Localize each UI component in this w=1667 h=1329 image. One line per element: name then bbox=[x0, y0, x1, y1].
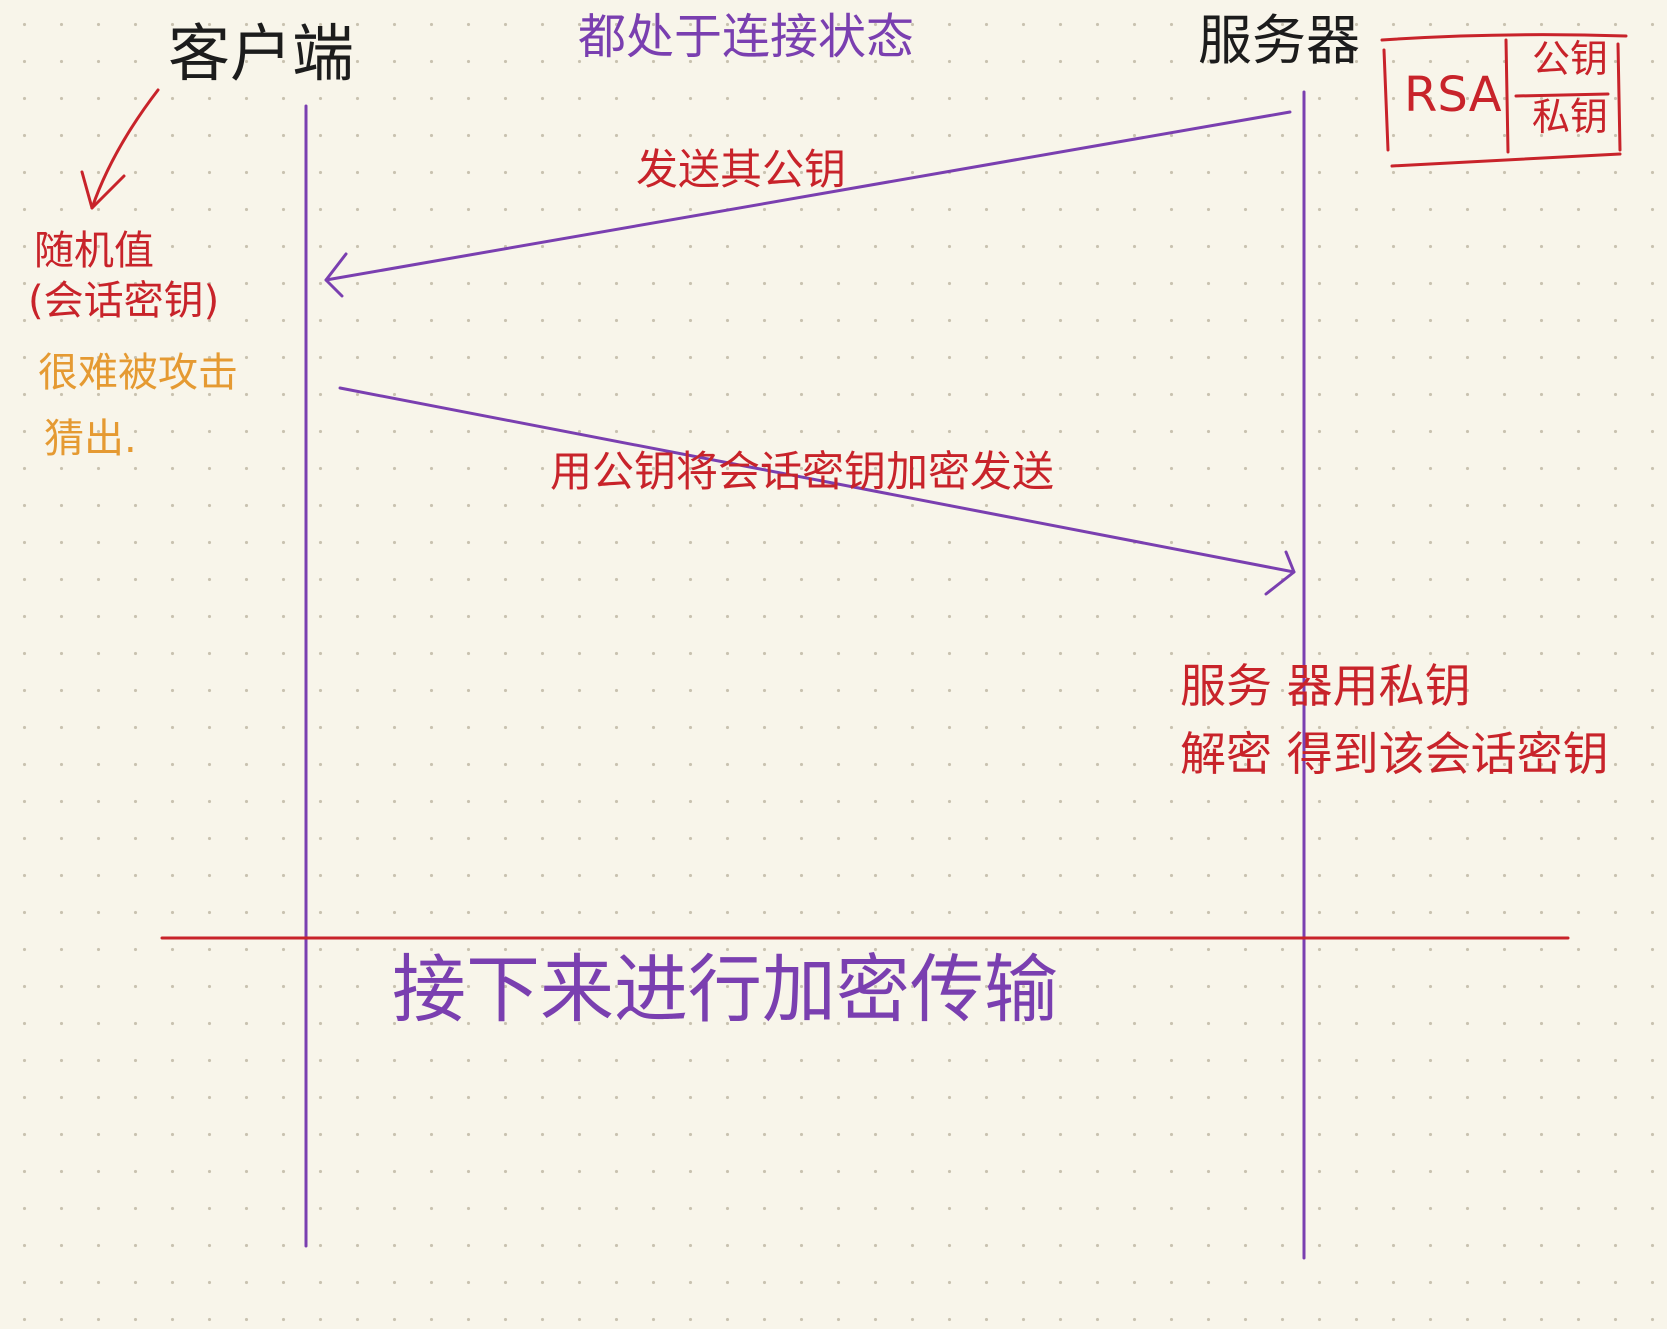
hard-to-guess-note-line1: 很难被攻击 bbox=[38, 350, 238, 396]
encrypt-session-key-label: 用公钥将会话密钥加密发送 bbox=[550, 447, 1055, 496]
public-key-arrowhead bbox=[324, 252, 348, 298]
client-title: 客户端 bbox=[168, 17, 355, 90]
random-value-pointer-arrowhead bbox=[80, 170, 126, 210]
send-public-key-label: 发送其公钥 bbox=[636, 145, 847, 194]
session-key-arrow bbox=[338, 386, 1296, 574]
rsa-public-key-label: 公钥 bbox=[1532, 37, 1609, 81]
public-key-arrow bbox=[324, 110, 1292, 282]
hard-to-guess-note-line2: 猜出. bbox=[44, 416, 137, 462]
server-title: 服务器 bbox=[1198, 9, 1360, 72]
session-key-note: (会话密钥) bbox=[28, 278, 220, 324]
server-decrypt-note-line1: 服务 器用私钥 bbox=[1180, 659, 1471, 713]
server-decrypt-note-line2: 解密 得到该会话密钥 bbox=[1180, 727, 1609, 781]
connected-state-note: 都处于连接状态 bbox=[578, 9, 915, 65]
session-key-arrowhead bbox=[1264, 550, 1296, 596]
rsa-box bbox=[1380, 33, 1628, 168]
rsa-label: RSA bbox=[1404, 67, 1502, 123]
random-value-note: 随机值 bbox=[34, 228, 154, 274]
rsa-private-key-label: 私钥 bbox=[1532, 95, 1609, 139]
random-value-pointer-arrow bbox=[90, 88, 160, 210]
encrypted-transfer-note: 接下来进行加密传输 bbox=[392, 947, 1058, 1033]
